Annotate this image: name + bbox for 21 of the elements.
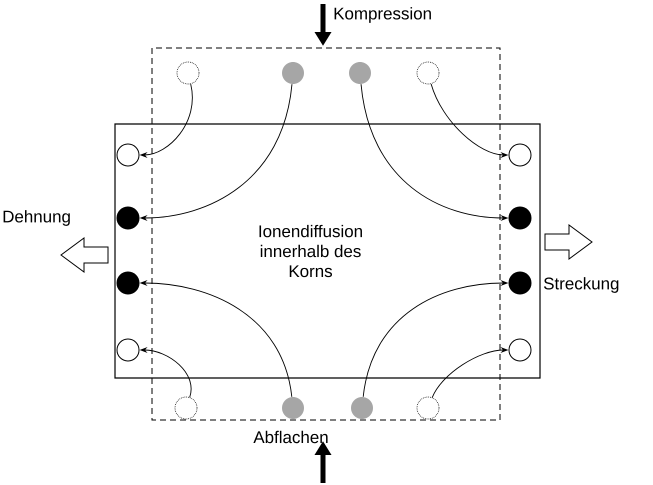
circle (282, 397, 304, 419)
circle (176, 62, 200, 84)
circle (416, 62, 440, 84)
circle (508, 144, 532, 166)
circle (116, 338, 140, 362)
grain-box: Ionendiffusion innerhalb des Korns (114, 123, 541, 379)
circle (174, 396, 198, 420)
force-label: Abflachen (253, 430, 328, 444)
force-label: Dehnung (4, 210, 70, 226)
circle (351, 397, 373, 419)
circle (116, 144, 140, 166)
circle (416, 396, 440, 420)
circle (508, 338, 532, 362)
circle (508, 272, 532, 294)
circle (508, 206, 532, 230)
circle (116, 206, 140, 230)
force-label: Kompression (334, 7, 431, 23)
circle (116, 272, 140, 294)
force-label: Streckung (544, 277, 618, 293)
circle (349, 62, 371, 84)
circle (282, 62, 304, 84)
